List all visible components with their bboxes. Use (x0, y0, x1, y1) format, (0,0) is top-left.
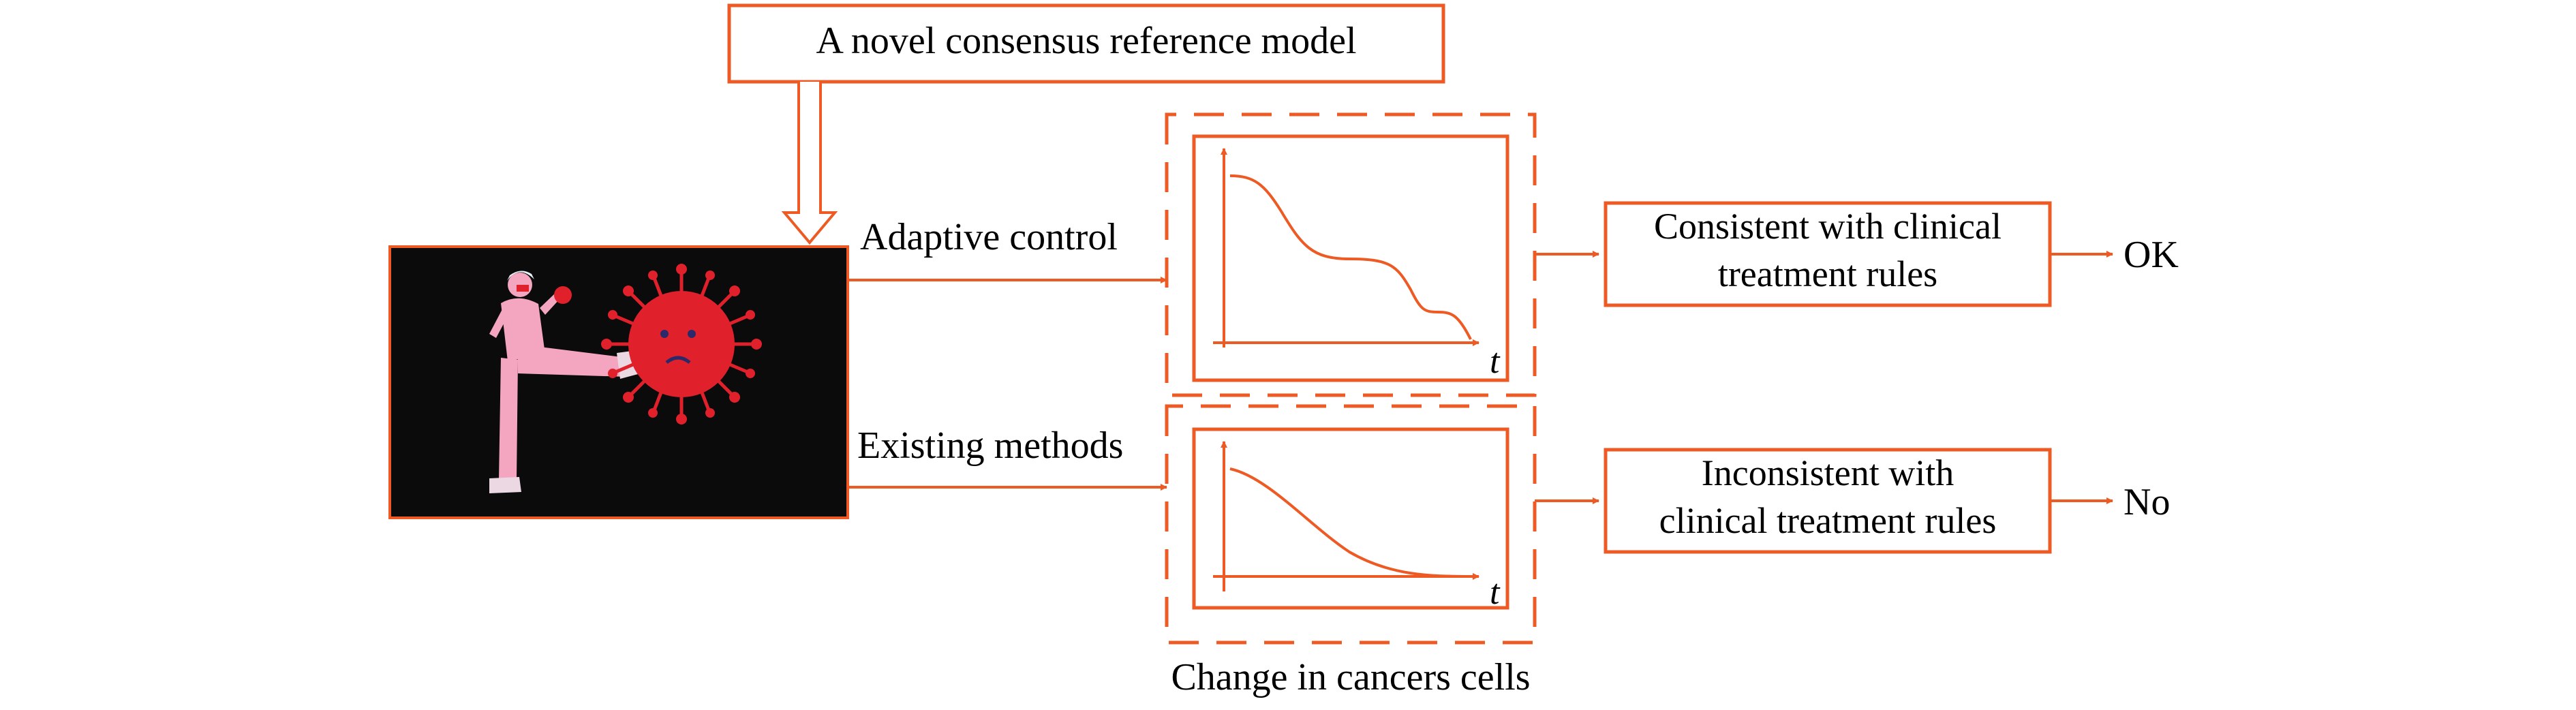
no-outcome-label: No (2123, 481, 2170, 523)
existing-curve-plot: t (1192, 427, 1509, 612)
inconsistent-result-line-1: Inconsistent with (1702, 452, 1954, 493)
cancer-cell-change-frame (1165, 112, 1537, 645)
adaptive-response-curve (1229, 174, 1472, 340)
adaptive-t-axis-label: t (1490, 342, 1501, 381)
reference-model-box: A novel consensus reference model (727, 3, 1445, 84)
consistent-result-line-2: treatment rules (1718, 253, 1937, 294)
inconsistent-result-box (1604, 448, 2052, 554)
cancer-cell-change-caption: Change in cancers cells (1171, 656, 1530, 698)
hollow-down-arrow (781, 82, 838, 245)
nurse-figure-icon (489, 271, 641, 493)
existing-branch: Existing methods t Inconsistent with cli… (848, 425, 2170, 612)
existing-methods-label: Existing methods (857, 425, 1123, 467)
reference-model-label: A novel consensus reference model (816, 20, 1356, 62)
adaptive-branch: Adaptive control t Consistent with clini… (848, 134, 2179, 382)
adaptive-control-label: Adaptive control (860, 216, 1118, 258)
consistent-result-line-1: Consistent with clinical (1654, 206, 2002, 247)
ok-outcome-label: OK (2123, 234, 2179, 276)
existing-t-axis-label: t (1490, 573, 1501, 612)
adaptive-curve-plot: t (1192, 134, 1509, 382)
virus-icon (601, 264, 762, 425)
nurse-kicking-virus-photo (388, 245, 849, 519)
inconsistent-result-line-2: clinical treatment rules (1659, 500, 1997, 541)
existing-response-curve (1229, 467, 1471, 578)
